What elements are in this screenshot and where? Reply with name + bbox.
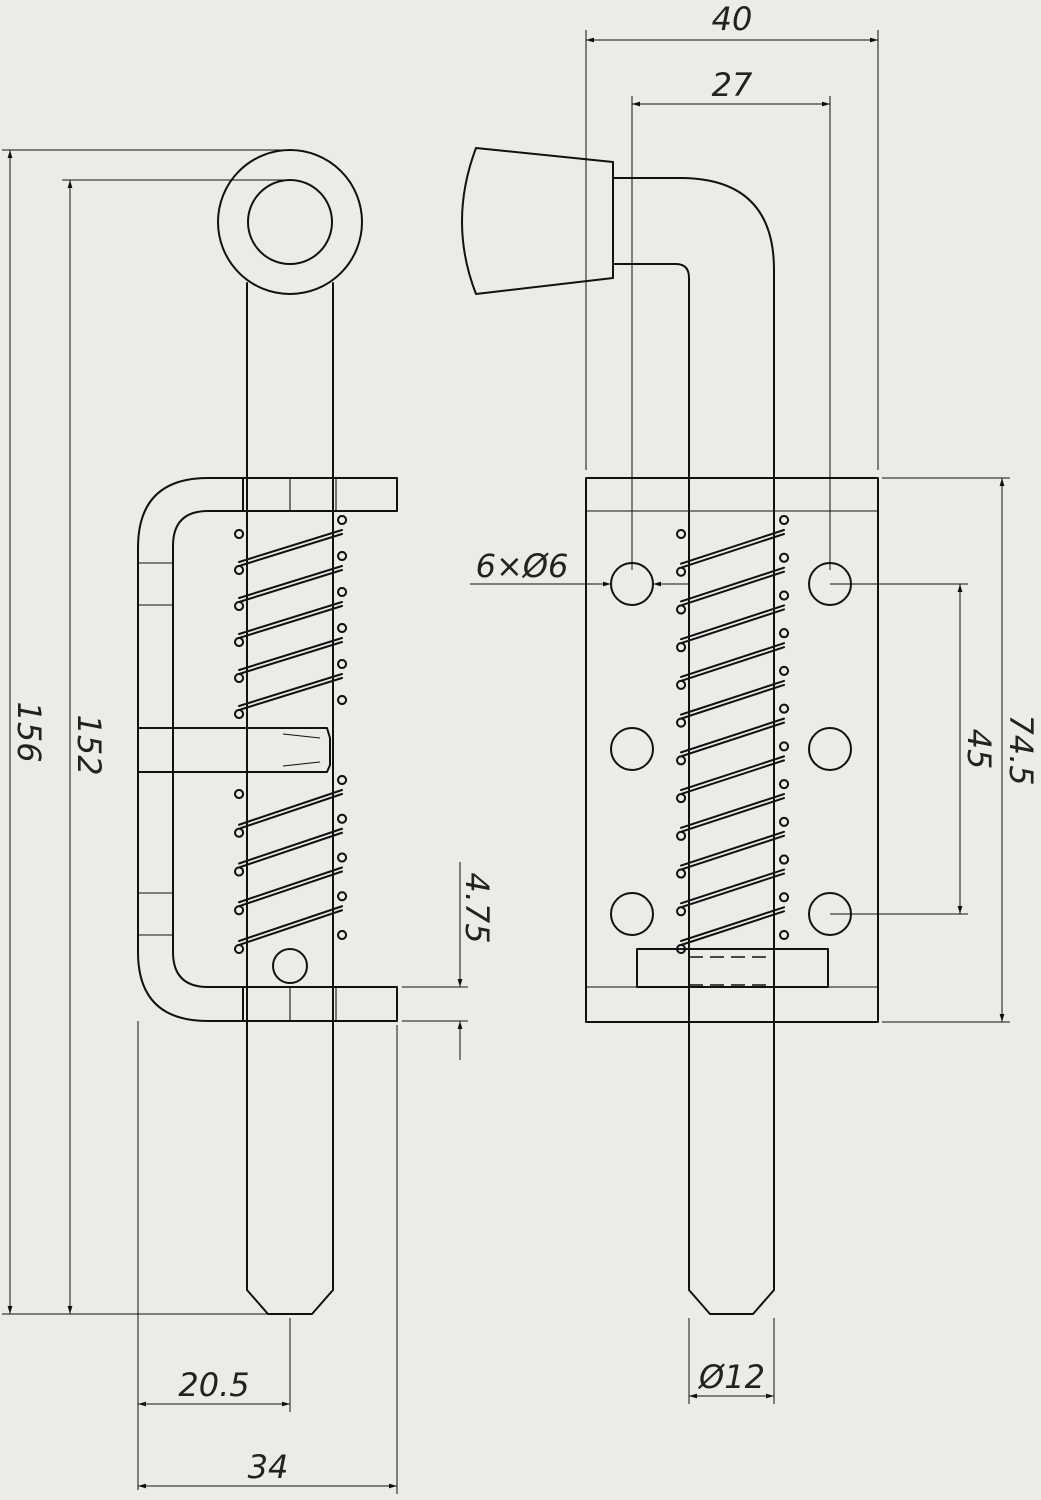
dim-156-label: 156 bbox=[10, 701, 48, 762]
dim-4-75-label: 4.75 bbox=[458, 872, 496, 943]
mounting-hole bbox=[610, 727, 654, 771]
dim-27-label: 27 bbox=[712, 66, 753, 104]
bottom-plate bbox=[242, 986, 398, 1022]
dim-152-label: 152 bbox=[70, 714, 108, 775]
dim-40-label: 40 bbox=[712, 0, 753, 38]
dim-74-5-label: 74.5 bbox=[1002, 714, 1040, 785]
spring-right bbox=[676, 515, 790, 954]
dim-hole-spec-label: 6×Ø6 bbox=[476, 547, 569, 585]
bent-bracket bbox=[137, 477, 244, 1022]
dim-20-5-label: 20.5 bbox=[178, 1366, 249, 1404]
handle-knob bbox=[461, 147, 614, 295]
bent-pin bbox=[612, 177, 775, 1315]
top-plate bbox=[242, 477, 398, 512]
dim-45-label: 45 bbox=[960, 729, 998, 770]
mounting-hole bbox=[610, 892, 654, 936]
mounting-hole bbox=[808, 727, 852, 771]
dim-34-label: 34 bbox=[248, 1448, 289, 1486]
detent-hole bbox=[272, 948, 308, 984]
spring-left bbox=[234, 515, 348, 954]
cross-pin bbox=[137, 727, 331, 773]
washer bbox=[636, 948, 829, 988]
body-plate bbox=[585, 477, 879, 1023]
dim-diameter-12-label: Ø12 bbox=[697, 1358, 765, 1396]
